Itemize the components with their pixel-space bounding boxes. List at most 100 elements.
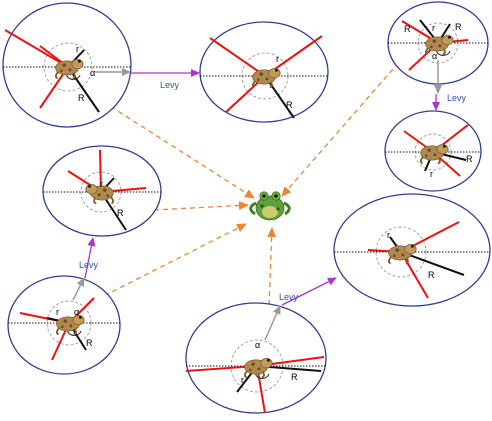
frog-icon: [249, 191, 291, 221]
inner-radius-label: r: [387, 230, 390, 240]
inner-radius-circle: [375, 226, 427, 278]
toad-spot: [60, 69, 63, 73]
toad-spot: [401, 253, 405, 257]
convergence-arrows: [71, 68, 394, 333]
toad-leg: [251, 80, 257, 89]
outer-radius-label: R: [78, 93, 85, 103]
frog-legs: [249, 201, 291, 216]
levy-label: Levy: [279, 292, 299, 302]
black-radius-line: [400, 251, 465, 276]
outer-radius-label: R: [117, 208, 124, 218]
red-radius-line: [4, 29, 69, 68]
angle-label: α: [74, 307, 79, 317]
toad-eye: [266, 358, 270, 362]
levy-label: Levy: [447, 93, 467, 103]
neighborhood-2: [199, 21, 329, 123]
inner-radius-circle: [46, 300, 92, 346]
neighborhood-3: [387, 1, 489, 85]
toad-leg: [109, 196, 115, 205]
toad-spot: [395, 248, 399, 252]
red-radius-line: [400, 251, 429, 299]
toad-leg: [261, 371, 265, 379]
toad-leg: [387, 256, 393, 265]
frog-spot: [260, 204, 264, 208]
dashed-arrow-to-frog: [153, 200, 249, 211]
toad-eye: [274, 68, 278, 72]
dashed-arrow-to-frog: [87, 91, 255, 199]
inner-radius-label: r: [76, 44, 79, 54]
step-arrow: [72, 277, 85, 301]
toad-spot: [249, 368, 252, 372]
toad-spot: [393, 254, 396, 258]
step-arrow: [264, 305, 281, 341]
toad-leg: [54, 71, 60, 80]
toad-head: [268, 68, 281, 79]
inner-radius-label: r: [430, 169, 433, 179]
toad-spot: [62, 63, 66, 67]
inner-radius-label: r: [100, 179, 103, 189]
frog-pupil: [262, 194, 266, 198]
toad-eye: [77, 59, 81, 63]
toad-spot: [63, 319, 67, 323]
toad-head: [441, 35, 454, 46]
toad-leg: [73, 328, 77, 336]
inner-radius-label: r: [241, 375, 244, 385]
levy-label: Levy: [79, 260, 99, 270]
movement-arrows: [72, 60, 442, 341]
levy-flight-arrow: [281, 277, 337, 306]
outer-radius-label: R: [404, 24, 411, 34]
toad-icon: [419, 144, 449, 165]
neighborhood-4: [384, 110, 482, 192]
dashed-arrow-to-frog: [71, 223, 247, 313]
levy-label: Levy: [160, 80, 180, 90]
outer-radius-label: R: [86, 338, 93, 348]
toad-icon: [85, 184, 115, 205]
angle-label: α: [255, 340, 260, 350]
inner-radius-label: r: [276, 54, 279, 64]
black-radius-line: [67, 66, 100, 113]
toad-head: [436, 144, 449, 155]
toad-head: [404, 244, 417, 255]
toad-spot: [425, 154, 428, 158]
toad-head: [85, 184, 98, 195]
angle-label: α: [90, 68, 95, 78]
toad-leg: [269, 81, 273, 89]
toad-icon: [54, 59, 84, 80]
outer-radius-label: R: [466, 154, 473, 164]
toad-eye: [78, 315, 82, 319]
search-region-ellipse: [185, 302, 327, 414]
toad-spot: [251, 362, 255, 366]
toad-leg: [442, 48, 446, 56]
toad-spot: [259, 72, 263, 76]
dashed-arrow-to-frog: [281, 68, 394, 197]
toad-spot: [430, 45, 433, 49]
toad-icon: [251, 68, 281, 89]
toad-eye: [88, 184, 92, 188]
toad-leg: [419, 156, 425, 165]
toad-spot: [438, 44, 442, 48]
toad-spot: [265, 77, 269, 81]
toad-eye: [442, 144, 446, 148]
inner-radius-label: r: [432, 23, 435, 33]
toad-eye: [447, 35, 451, 39]
toad-head: [260, 358, 273, 369]
toad-spot: [432, 39, 436, 43]
toad-leg: [93, 197, 97, 205]
toad-spot: [103, 188, 107, 192]
levy-flight-arrow: [84, 237, 96, 279]
toad-spot: [69, 324, 73, 328]
toad-spot: [257, 367, 261, 371]
toad-leg: [72, 72, 76, 80]
toad-icon: [387, 244, 417, 265]
frog-belly: [262, 206, 278, 218]
inner-radius-circle: [43, 42, 93, 92]
toad-leg: [405, 257, 409, 265]
toad-icon: [424, 35, 454, 56]
toad-spot: [106, 194, 109, 198]
inner-radius-label: r: [56, 307, 59, 317]
outer-radius-label: R: [428, 270, 435, 280]
toad-head: [71, 59, 84, 70]
